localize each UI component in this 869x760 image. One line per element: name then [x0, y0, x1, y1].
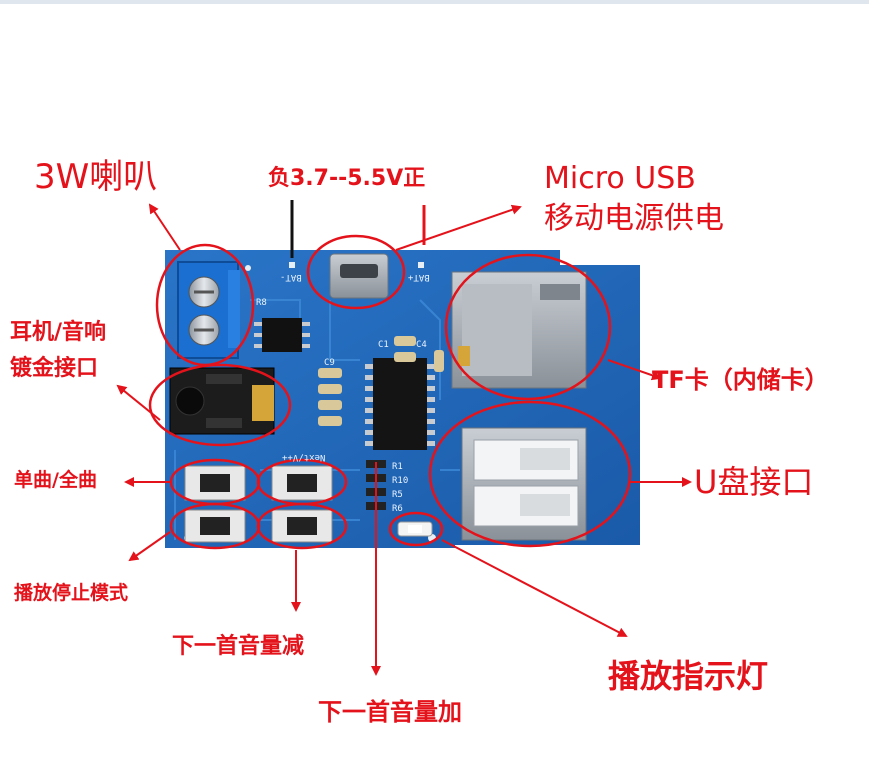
bat-minus-pad — [289, 262, 295, 268]
ic-pin — [365, 375, 373, 380]
silk-next: Next/V++ — [282, 452, 326, 462]
label-play-indicator: 播放指示灯 — [608, 657, 769, 695]
amplifier-chip — [262, 318, 302, 352]
label-next-vol-up: 下一首音量加 — [318, 698, 462, 726]
ic-pin — [365, 386, 373, 391]
ic-pin — [427, 419, 435, 424]
ic-pin — [427, 364, 435, 369]
micro-usb-connector — [329, 253, 389, 299]
ic-pin — [427, 408, 435, 413]
usb-a-circle — [428, 400, 632, 548]
callout-arrows — [116, 203, 692, 676]
headphone-jack — [169, 367, 275, 435]
label-play-pause-mode: 播放停止模式 — [14, 582, 129, 604]
label-usb-line2: 移动电源供电 — [544, 201, 724, 236]
ic-pin — [427, 430, 435, 435]
silk-r8: R8 — [256, 298, 267, 308]
tf-card-slot — [451, 271, 587, 389]
label-single-all: 单曲/全曲 — [14, 469, 97, 491]
ic-pin — [427, 375, 435, 380]
label-earphone-line2: 镀金接口 — [10, 356, 99, 381]
highlight-circles — [148, 234, 632, 550]
silk-c4: C4 — [416, 340, 427, 350]
status-led — [397, 521, 433, 537]
bat-plus-pad — [418, 262, 424, 268]
tf-circle — [444, 253, 612, 401]
label-usb-line1: Micro USB — [544, 161, 696, 196]
silk-r5: R5 — [392, 490, 403, 500]
ic-pin — [365, 408, 373, 413]
label-power: 负3.7--5.5V正 — [268, 166, 426, 191]
led-circle — [388, 511, 444, 547]
label-prev-vol-down: 下一首音量减 — [172, 634, 305, 659]
silk-c1: C1 — [378, 340, 389, 350]
ic-pin — [365, 441, 373, 446]
silk-bat-plus: BAT+ — [408, 272, 430, 282]
ic-pin — [365, 397, 373, 402]
silk-r10: R10 — [392, 476, 409, 486]
ic-pin — [427, 397, 435, 402]
decoder-chip — [365, 358, 435, 450]
label-earphone-line1: 耳机/音响 — [10, 320, 107, 345]
ic-pin — [365, 364, 373, 369]
label-u-disk: U盘接口 — [694, 463, 814, 501]
silk-r1: R1 — [392, 462, 403, 472]
screw-terminal — [177, 261, 240, 359]
ic-pin — [365, 430, 373, 435]
usb-circle — [306, 234, 406, 310]
ic-pin — [365, 419, 373, 424]
ic-pin — [427, 441, 435, 446]
label-speaker: 3W喇叭 — [34, 157, 158, 197]
usb-a-port — [461, 427, 587, 541]
ic-pin — [427, 386, 435, 391]
button-circle-4 — [256, 502, 348, 550]
jack-circle — [148, 363, 292, 447]
silk-c9: C9 — [324, 358, 335, 368]
tact-buttons — [184, 465, 333, 543]
top-divider — [0, 0, 869, 4]
silk-r6: R6 — [392, 504, 403, 514]
silk-bat-minus: BAT- — [280, 272, 302, 282]
label-tf-card: TF卡（内储卡） — [652, 366, 829, 394]
